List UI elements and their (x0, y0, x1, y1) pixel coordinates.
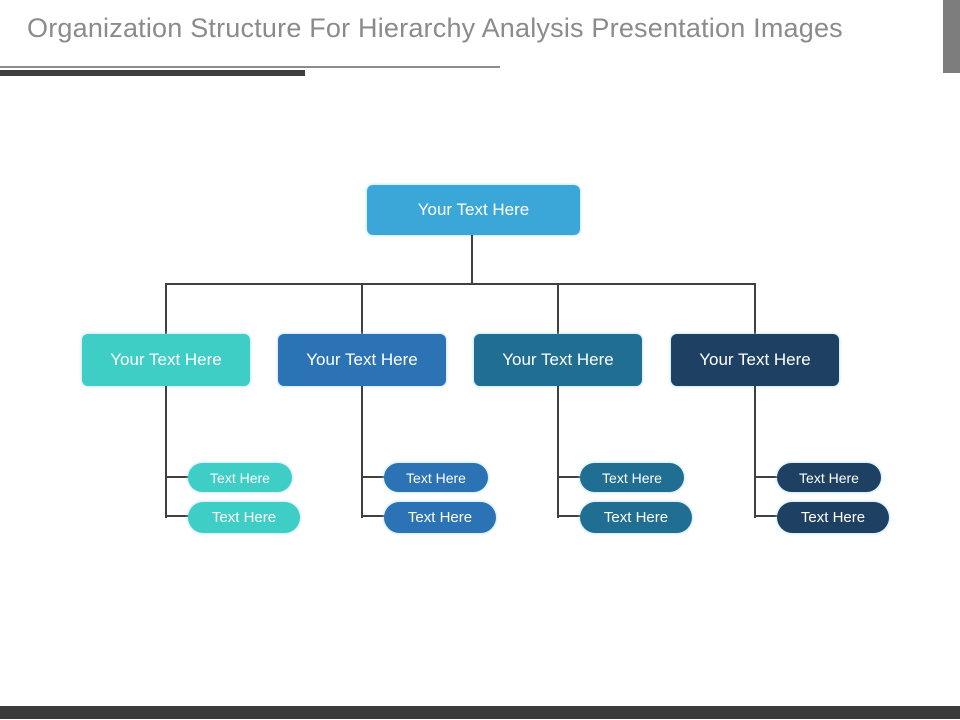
leaf-node: Text Here (777, 502, 889, 533)
connector-branch-drop (754, 283, 756, 334)
leaf-node: Text Here (188, 502, 300, 533)
connector-leaf-stub (755, 476, 778, 478)
branch-node: Your Text Here (278, 334, 446, 386)
connector-leaf-stub (166, 515, 189, 517)
branch-node: Your Text Here (82, 334, 250, 386)
page-title: Organization Structure For Hierarchy Ana… (27, 13, 843, 43)
bottom-accent-bar (0, 706, 960, 719)
connector-leaf-stub (362, 476, 385, 478)
leaf-node: Text Here (777, 463, 881, 492)
corner-accent-bar (943, 0, 960, 73)
leaf-node: Text Here (580, 463, 684, 492)
connector-leaf-stub (558, 476, 581, 478)
leaf-node: Text Here (188, 463, 292, 492)
connector-branch-drop (361, 283, 363, 334)
root-node: Your Text Here (367, 185, 580, 235)
connector-branch-drop (557, 283, 559, 334)
connector-branch-vline (361, 386, 363, 518)
connector-leaf-stub (166, 476, 189, 478)
connector-branch-drop (165, 283, 167, 334)
title-underline-thin (0, 66, 500, 68)
leaf-node: Text Here (384, 463, 488, 492)
connector-bus (166, 283, 756, 285)
connector-branch-vline (165, 386, 167, 518)
branch-node: Your Text Here (671, 334, 839, 386)
connector-leaf-stub (755, 515, 778, 517)
connector-leaf-stub (558, 515, 581, 517)
connector-root-drop (471, 235, 473, 284)
connector-leaf-stub (362, 515, 385, 517)
leaf-node: Text Here (384, 502, 496, 533)
title-underline-thick (0, 70, 305, 76)
connector-branch-vline (754, 386, 756, 518)
branch-node: Your Text Here (474, 334, 642, 386)
connector-branch-vline (557, 386, 559, 518)
leaf-node: Text Here (580, 502, 692, 533)
